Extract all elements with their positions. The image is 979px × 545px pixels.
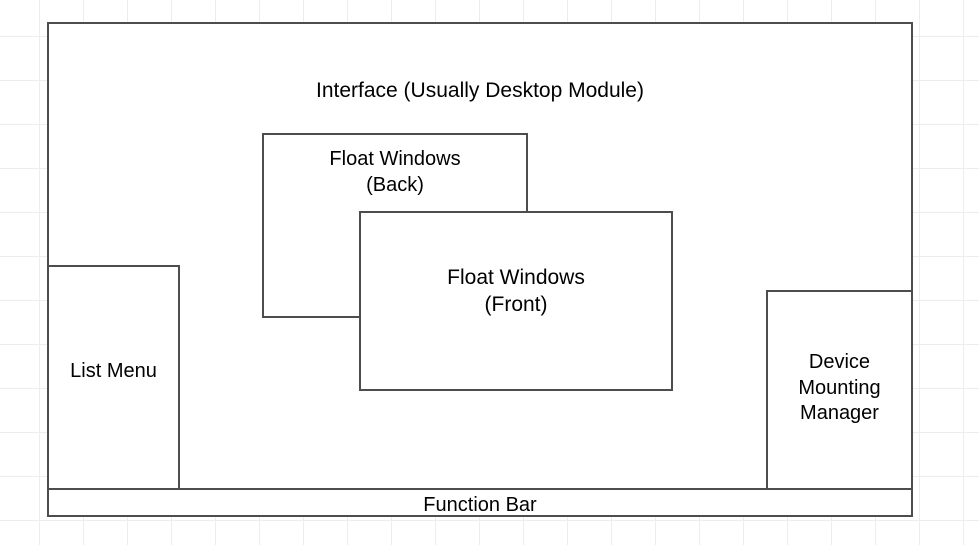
function-bar[interactable]: Function Bar xyxy=(47,488,913,517)
device-mounting-manager-label: Device Mounting Manager xyxy=(798,351,881,425)
list-menu-panel[interactable]: List Menu xyxy=(47,265,180,490)
device-mounting-manager-panel[interactable]: Device Mounting Manager xyxy=(766,290,913,490)
interface-label: Interface (Usually Desktop Module) xyxy=(316,79,644,102)
list-menu-label: List Menu xyxy=(70,360,157,382)
function-bar-label: Function Bar xyxy=(423,494,537,516)
float-window-front-label: Float Windows (Front) xyxy=(447,266,585,316)
float-window-front[interactable]: Float Windows (Front) xyxy=(359,211,673,391)
float-window-back-label: Float Windows (Back) xyxy=(329,148,461,196)
